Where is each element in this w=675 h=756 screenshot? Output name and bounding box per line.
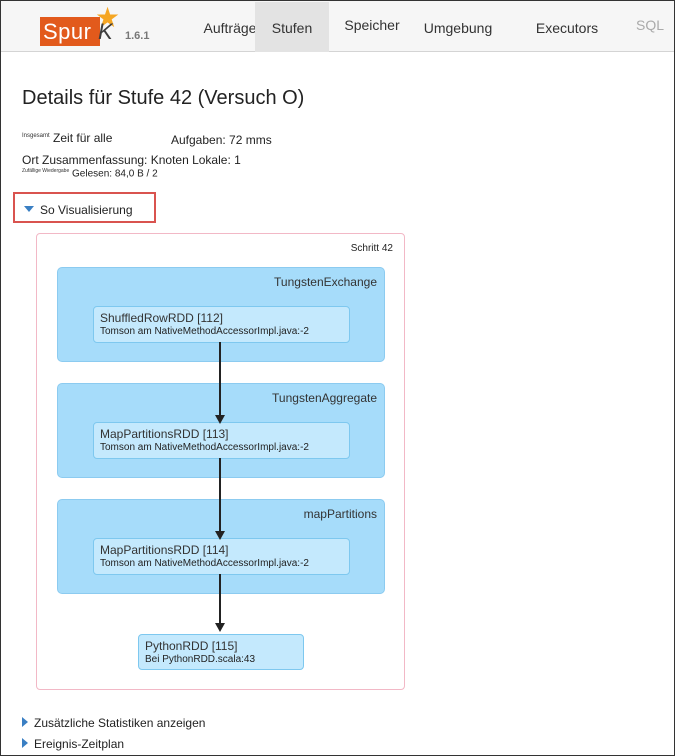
- rdd-node-115[interactable]: PythonRDD [115] Bei PythonRDD.scala:43: [138, 634, 304, 670]
- locality-summary: Ort Zusammenfassung: Knoten Lokale: 1: [22, 153, 241, 167]
- node-callsite: Tomson am NativeMethodAccessorImpl.java:…: [100, 558, 309, 569]
- event-timeline-toggle[interactable]: Ereignis-Zeitplan: [22, 737, 124, 751]
- event-timeline-label: Ereignis-Zeitplan: [34, 737, 125, 751]
- cluster-map-partitions[interactable]: mapPartitions MapPartitionsRDD [114] Tom…: [57, 499, 385, 594]
- additional-metrics-toggle[interactable]: Zusätzliche Statistiken anzeigen: [22, 716, 205, 730]
- node-callsite: Tomson am NativeMethodAccessorImpl.java:…: [100, 326, 309, 337]
- shuffle-read-row: Zufällige Wiedergabe Gelesen: 84,0 B / 2: [22, 168, 158, 179]
- dag-visualization-toggle[interactable]: So Visualisierung: [13, 192, 156, 223]
- top-navbar: Spur ★ K 1.6.1 Aufträge Stufen Speicher …: [1, 1, 674, 52]
- rdd-node-112[interactable]: ShuffledRowRDD [112] Tomson am NativeMet…: [93, 306, 350, 343]
- arrow-head-icon: [215, 531, 225, 540]
- dag-edge: [219, 342, 221, 417]
- tab-stages[interactable]: Stufen: [255, 2, 329, 52]
- caret-down-icon: [24, 205, 34, 212]
- dag-toggle-label: So Visualisierung: [40, 203, 133, 217]
- spark-logo[interactable]: Spur ★ K: [40, 2, 121, 47]
- dag-edge: [219, 458, 221, 533]
- node-callsite: Bei PythonRDD.scala:43: [145, 654, 256, 665]
- summary-time-row: Insgesamt Zeit für alle: [22, 131, 112, 145]
- dag-edge: [219, 574, 221, 625]
- total-prefix: Insgesamt: [22, 133, 50, 139]
- cluster-tungsten-aggregate[interactable]: TungstenAggregate MapPartitionsRDD [113]…: [57, 383, 385, 478]
- caret-right-icon: [22, 716, 28, 727]
- logo-k: K: [98, 19, 113, 44]
- caret-right-icon: [22, 737, 28, 748]
- tab-executors[interactable]: Executors: [535, 20, 599, 36]
- stage-label: Schritt 42: [350, 243, 393, 254]
- version-label: 1.6.1: [125, 30, 150, 42]
- node-name: ShuffledRowRDD [112]: [100, 311, 223, 325]
- cluster-label: TungstenExchange: [274, 275, 377, 289]
- time-label: Zeit für alle: [53, 131, 113, 145]
- cluster-tungsten-exchange[interactable]: TungstenExchange ShuffledRowRDD [112] To…: [57, 267, 385, 362]
- cluster-label: mapPartitions: [303, 507, 377, 521]
- tab-sql[interactable]: SQL: [635, 17, 664, 33]
- shuffle-read-label: Gelesen: 84,0 B / 2: [72, 168, 158, 180]
- shuffle-prefix: Zufällige Wiedergabe: [22, 168, 70, 174]
- node-name: PythonRDD [115]: [145, 639, 238, 653]
- tab-jobs[interactable]: Aufträge: [203, 20, 257, 36]
- node-name: MapPartitionsRDD [113]: [100, 427, 229, 441]
- rdd-node-114[interactable]: MapPartitionsRDD [114] Tomson am NativeM…: [93, 538, 350, 575]
- arrow-head-icon: [215, 415, 225, 424]
- additional-metrics-label: Zusätzliche Statistiken anzeigen: [34, 716, 206, 730]
- node-callsite: Tomson am NativeMethodAccessorImpl.java:…: [100, 442, 309, 453]
- cluster-label: TungstenAggregate: [272, 391, 377, 405]
- logo-text: Spur: [43, 19, 92, 44]
- tab-storage[interactable]: Speicher: [344, 17, 400, 33]
- dag-visualization: Schritt 42 TungstenExchange ShuffledRowR…: [36, 233, 405, 690]
- tasks-label: Aufgaben: 72 mms: [171, 133, 272, 147]
- rdd-node-113[interactable]: MapPartitionsRDD [113] Tomson am NativeM…: [93, 422, 350, 459]
- logo-box: [40, 17, 100, 46]
- tab-environment[interactable]: Umgebung: [423, 20, 493, 36]
- node-name: MapPartitionsRDD [114]: [100, 543, 229, 557]
- arrow-head-icon: [215, 623, 225, 632]
- page-title: Details für Stufe 42 (Versuch O): [22, 87, 305, 109]
- star-icon: ★: [95, 2, 121, 33]
